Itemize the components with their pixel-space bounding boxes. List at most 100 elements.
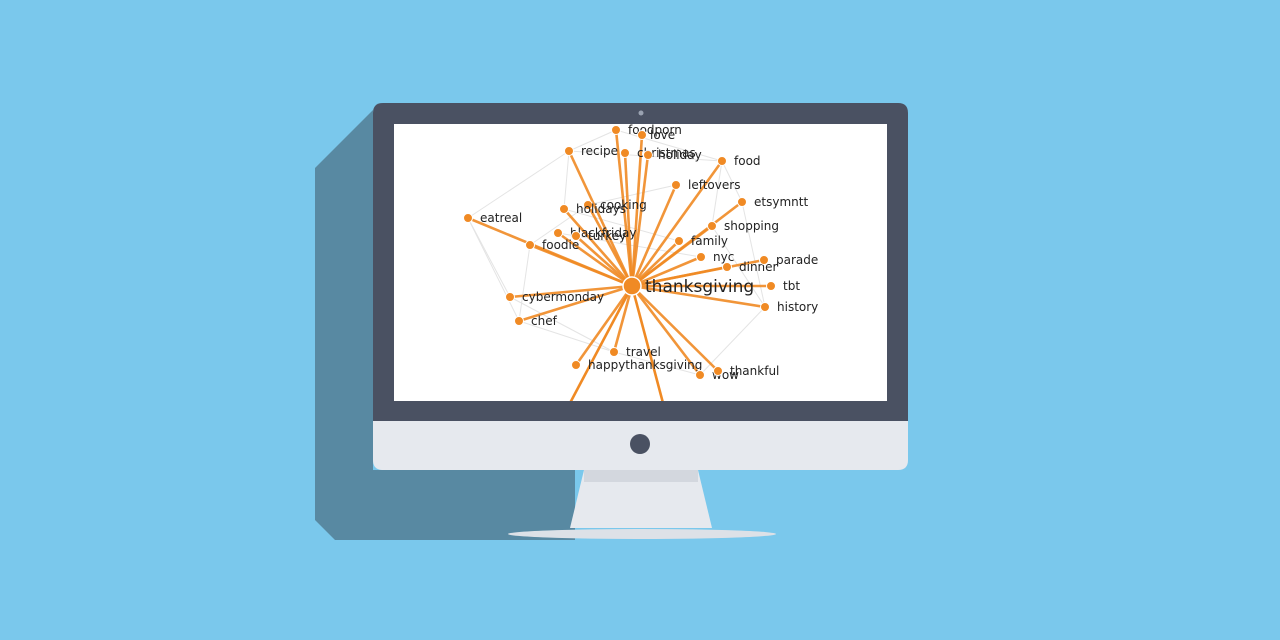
node-label: foodie: [542, 238, 579, 252]
node-label: recipe: [581, 144, 618, 158]
node-label: cooking: [600, 198, 647, 212]
node-dot[interactable]: [766, 281, 776, 291]
node-holiday[interactable]: holiday: [643, 148, 702, 162]
edge-offscreen: [630, 285, 664, 401]
node-dot[interactable]: [707, 221, 717, 231]
node-foodie[interactable]: foodie: [525, 238, 580, 252]
faint-edge: [509, 296, 615, 353]
node-label: dinner: [739, 260, 778, 274]
node-love[interactable]: love: [637, 128, 676, 142]
node-family[interactable]: family: [674, 234, 729, 248]
edge-holiday: [630, 154, 650, 287]
edge-wow: [630, 285, 702, 376]
node-eatreal[interactable]: eatreal: [463, 211, 523, 225]
node-dinner[interactable]: dinner: [722, 260, 778, 274]
edge-thankful: [631, 285, 719, 372]
node-dot[interactable]: [611, 125, 621, 135]
node-tbt[interactable]: tbt: [766, 279, 801, 293]
edge-chef: [518, 284, 633, 323]
node-travel[interactable]: travel: [609, 345, 661, 359]
node-dot[interactable]: [620, 148, 630, 158]
node-dot[interactable]: [643, 150, 653, 160]
node-thankful[interactable]: thankful: [713, 364, 780, 378]
node-parade[interactable]: parade: [759, 253, 819, 267]
node-dot[interactable]: [674, 236, 684, 246]
faint-edges: [467, 129, 766, 376]
node-recipe[interactable]: recipe: [564, 144, 618, 158]
node-dot[interactable]: [737, 197, 747, 207]
node-label: holidays: [576, 202, 626, 216]
node-chef[interactable]: chef: [514, 314, 558, 328]
node-dot[interactable]: [760, 302, 770, 312]
node-dot[interactable]: [553, 228, 563, 238]
node-label: turkey: [588, 229, 626, 243]
faint-edge: [711, 225, 766, 308]
faint-edge: [563, 150, 570, 210]
node-cooking[interactable]: cooking: [583, 198, 647, 212]
edge-leftovers: [630, 184, 678, 287]
node-dot[interactable]: [571, 360, 581, 370]
faint-edge: [518, 320, 615, 353]
faint-edge: [615, 129, 723, 162]
node-dot[interactable]: [717, 156, 727, 166]
node-dot[interactable]: [505, 292, 515, 302]
node-label: cybermonday: [522, 290, 604, 304]
node-dot[interactable]: [695, 370, 705, 380]
node-dot[interactable]: [564, 146, 574, 156]
edge-cybermonday: [509, 284, 633, 299]
node-dot[interactable]: [671, 180, 681, 190]
edge-shopping: [631, 224, 713, 288]
edge-food: [630, 160, 724, 287]
faint-edge: [587, 184, 677, 206]
node-dot[interactable]: [559, 204, 569, 214]
node-label: eatreal: [480, 211, 522, 225]
node-turkey[interactable]: turkey: [571, 229, 627, 243]
node-label: family: [691, 234, 728, 248]
node-label: happythanksgiving: [588, 358, 702, 372]
faint-edge: [518, 244, 531, 322]
edge-holidays: [563, 208, 633, 287]
faint-edge: [529, 204, 589, 246]
node-happythanksgiving[interactable]: happythanksgiving: [571, 358, 703, 372]
node-food[interactable]: food: [717, 154, 761, 168]
node-etsymntt[interactable]: etsymntt: [737, 195, 809, 209]
node-holidays[interactable]: holidays: [559, 202, 626, 216]
node-leftovers[interactable]: leftovers: [671, 178, 741, 192]
faint-edge: [721, 160, 743, 203]
center-node-dot[interactable]: [622, 276, 642, 296]
monitor-stand-neck-shade: [584, 470, 698, 482]
node-shopping[interactable]: shopping: [707, 219, 780, 233]
node-dot[interactable]: [759, 255, 769, 265]
faint-edge: [563, 208, 680, 242]
node-history[interactable]: history: [760, 300, 819, 314]
node-cybermonday[interactable]: cybermonday: [505, 290, 605, 304]
node-dot[interactable]: [722, 262, 732, 272]
node-label: history: [777, 300, 818, 314]
node-blackfriday[interactable]: blackfriday: [553, 226, 637, 240]
faint-edge: [467, 217, 511, 298]
node-dot[interactable]: [525, 240, 535, 250]
node-label: travel: [626, 345, 661, 359]
faint-edge: [741, 201, 766, 308]
node-dot[interactable]: [637, 130, 647, 140]
power-button-icon[interactable]: [630, 434, 650, 454]
node-dot[interactable]: [609, 347, 619, 357]
node-dot[interactable]: [571, 231, 581, 241]
node-label: love: [650, 128, 675, 142]
monitor-base: [508, 529, 776, 539]
node-dot[interactable]: [463, 213, 473, 223]
node-center[interactable]: thanksgiving: [622, 276, 754, 297]
node-dot[interactable]: [713, 366, 723, 376]
node-nyc[interactable]: nyc: [696, 250, 735, 264]
node-dot[interactable]: [514, 316, 524, 326]
faint-edge: [568, 129, 617, 152]
node-label: tbt: [783, 279, 800, 293]
edge-offscreen: [569, 285, 634, 401]
faint-edge: [467, 150, 570, 219]
node-dot[interactable]: [696, 252, 706, 262]
faint-edge: [711, 160, 723, 227]
node-dot[interactable]: [583, 200, 593, 210]
